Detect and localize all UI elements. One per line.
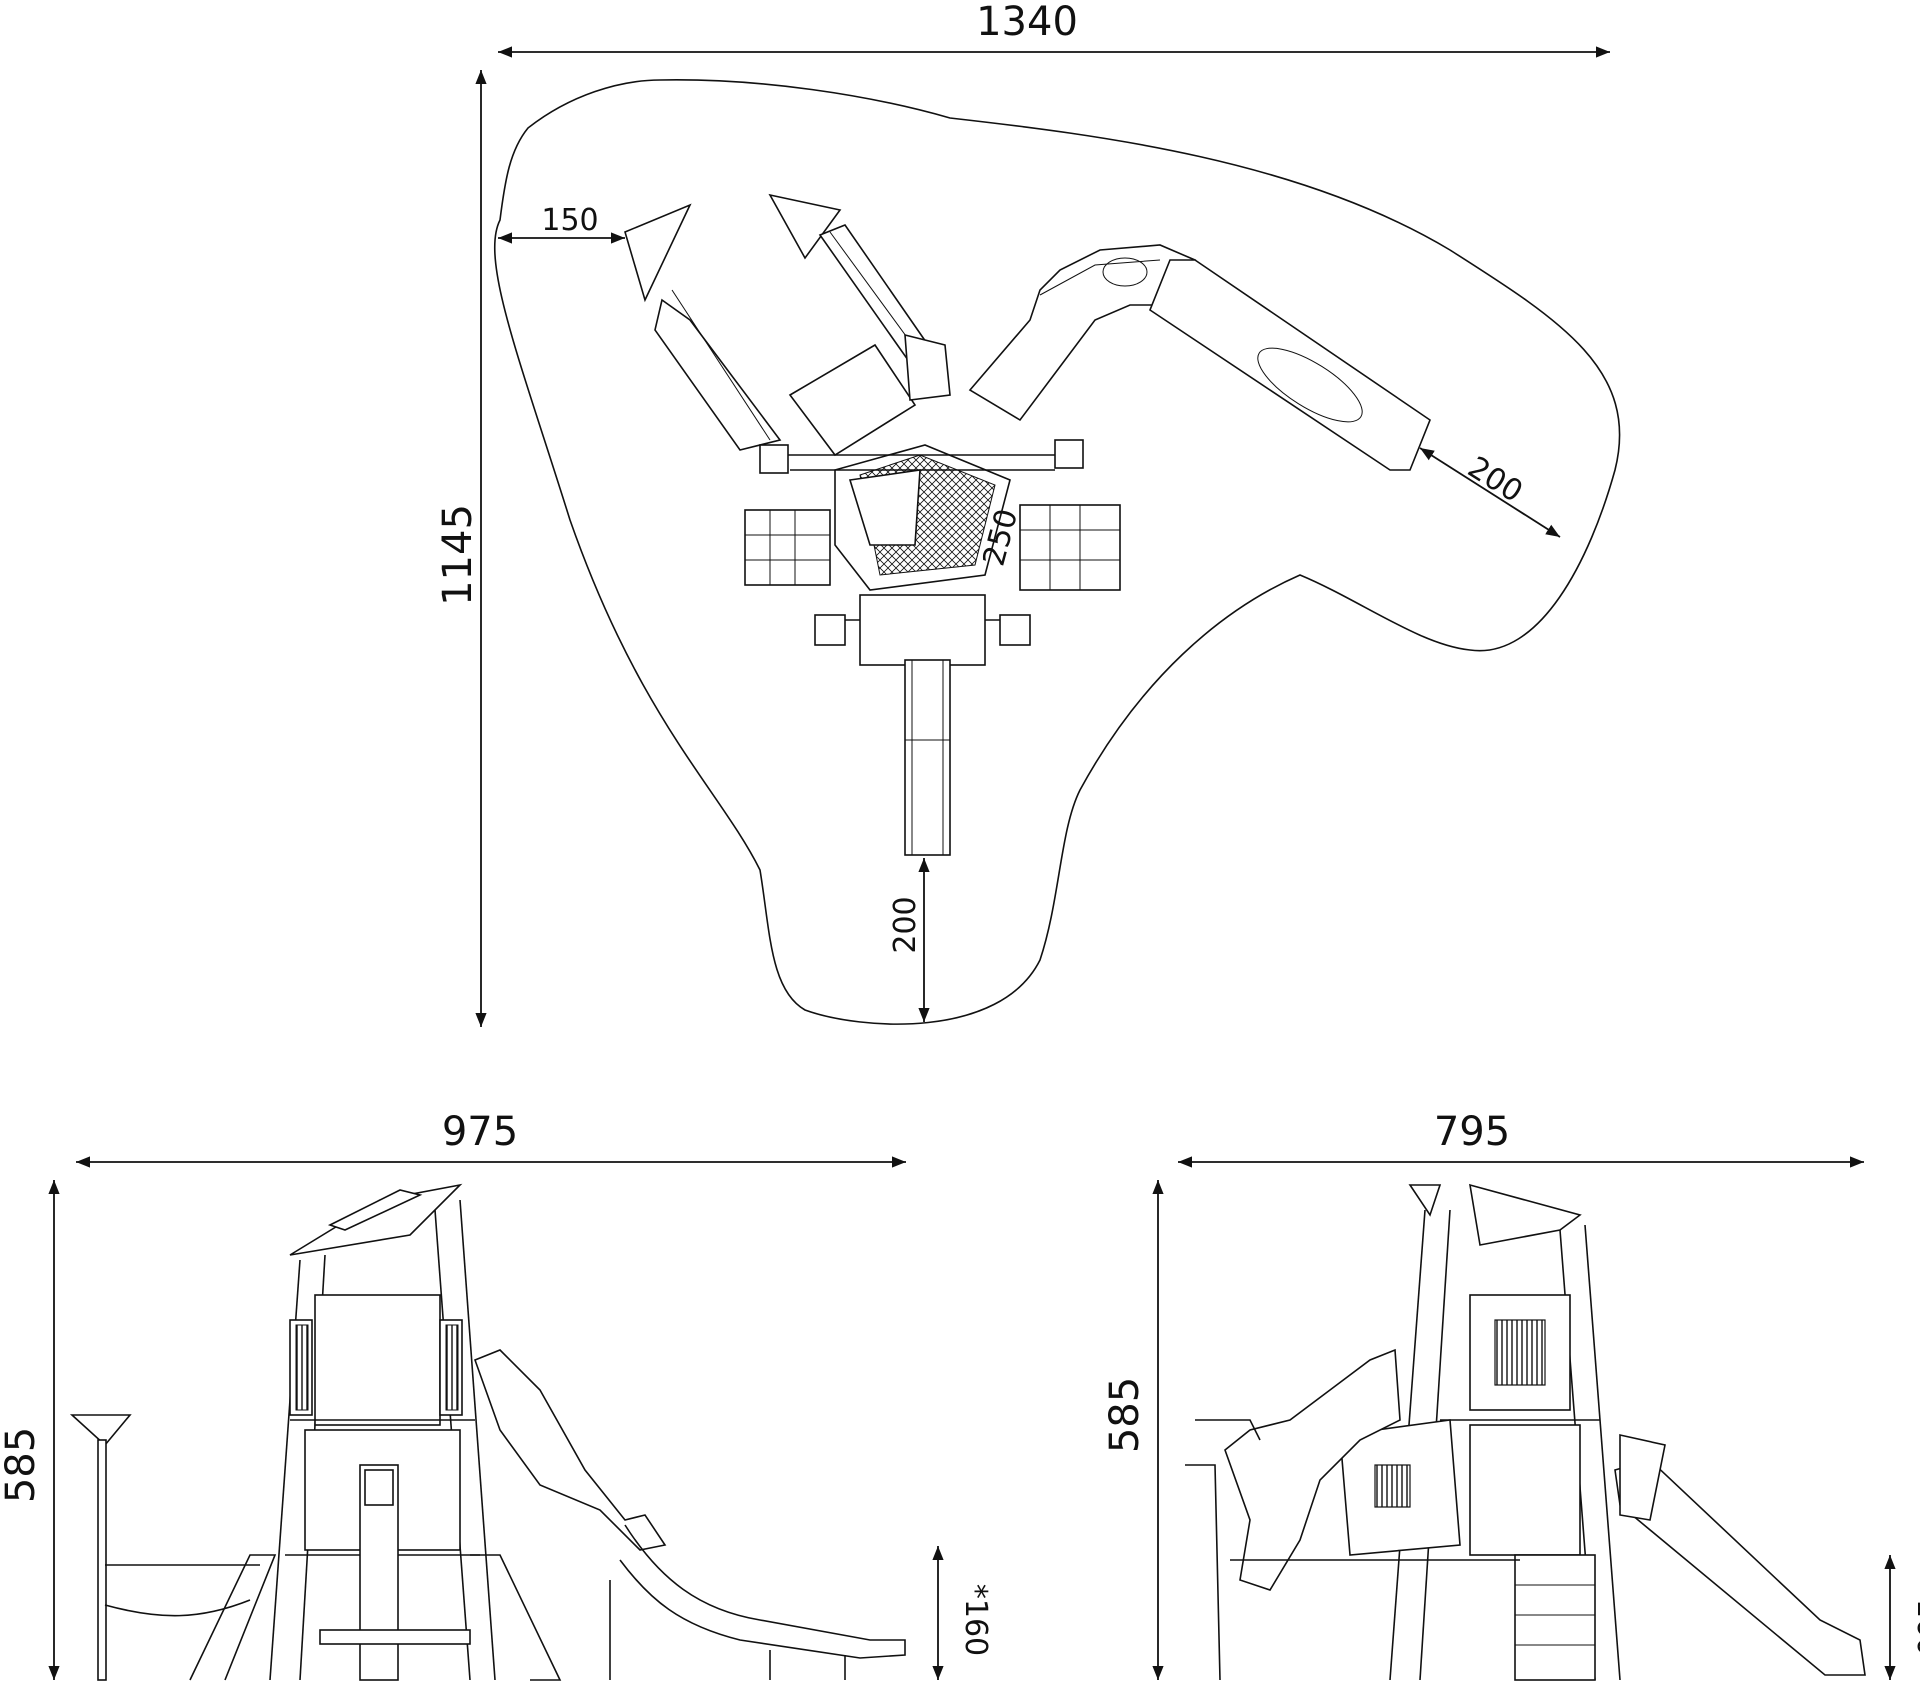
dim-label-front-fall-height: *160 xyxy=(958,1584,993,1656)
dim-label-plan-depth: 1145 xyxy=(435,504,481,606)
dim-line-clearance-slide-end xyxy=(1419,447,1561,538)
dim-label-side-width: 795 xyxy=(1434,1109,1510,1155)
plan-view: 1340 1145 150 200 200 xyxy=(435,0,1621,1027)
dim-label-front-height: 585 xyxy=(0,1427,44,1503)
dim-label-plan-width: 1340 xyxy=(976,0,1078,45)
dim-label-clearance-slide-end: 200 xyxy=(1461,450,1528,510)
front-structure xyxy=(69,1183,906,1681)
side-elevation: 795 585 *160 xyxy=(1102,1109,1920,1681)
safety-zone-outline xyxy=(493,79,1621,1025)
side-structure xyxy=(1185,1183,1866,1681)
dim-label-clearance-bottom: 200 xyxy=(888,896,923,953)
plan-structure xyxy=(624,193,1431,856)
dim-label-side-fall-height: *160 xyxy=(1910,1584,1920,1656)
dim-label-clearance-left: 150 xyxy=(541,203,598,238)
dim-label-front-width: 975 xyxy=(442,1109,518,1155)
dim-label-side-height: 585 xyxy=(1102,1377,1148,1453)
front-elevation: 975 585 *160 xyxy=(0,1109,993,1681)
